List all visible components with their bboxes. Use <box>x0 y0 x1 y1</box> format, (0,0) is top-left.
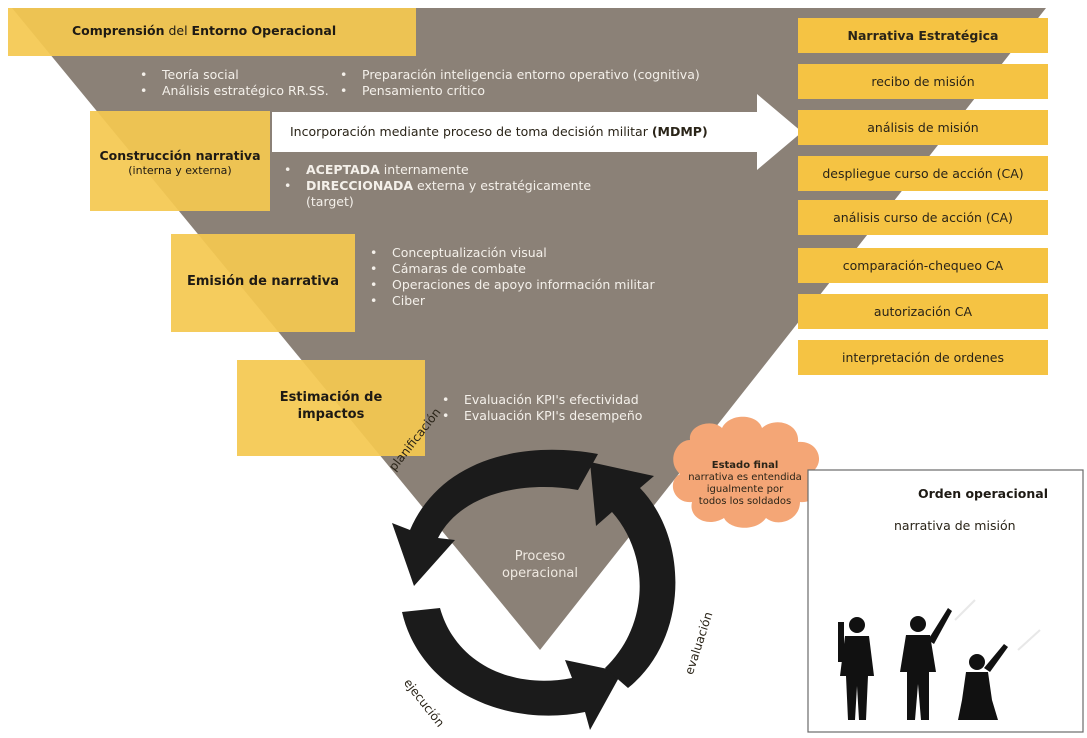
estimacion-title-line2: impactos <box>297 407 365 422</box>
comprension-title-mid: del <box>164 23 192 38</box>
cycle-arrows <box>392 449 676 730</box>
mdmp-arrow <box>272 94 802 170</box>
cycle-arrow-planificacion <box>392 449 598 586</box>
narrativa-estrategica-title: Narrativa Estratégica <box>798 18 1048 53</box>
list-item: •DIRECCIONADA externa y estratégicamente <box>284 178 592 193</box>
list-item: •Pensamiento crítico <box>340 83 486 98</box>
cycle-center-line2: operacional <box>501 566 579 581</box>
soldiers-silhouette <box>838 608 1008 720</box>
estimacion-title: Estimación de impactos <box>237 389 425 423</box>
step-analisis-mision: análisis de misión <box>798 110 1048 145</box>
list-item: •Cámaras de combate <box>370 261 526 276</box>
list-item: •ACEPTADA internamente <box>284 162 469 177</box>
list-item: •Conceptualización visual <box>370 245 547 260</box>
mdmp-arrow-text-bold: (MDMP) <box>651 124 708 139</box>
list-item: •Evaluación KPI's desempeño <box>442 408 643 423</box>
cycle-center-line1: Proceso <box>514 549 566 564</box>
orden-subtitle: narrativa de misión <box>894 518 1016 533</box>
list-item: •Análisis estratégico RR.SS. <box>140 83 329 98</box>
list-item: •Ciber <box>370 293 425 308</box>
comprension-title-bold2: Entorno Operacional <box>191 23 337 38</box>
estado-final-cloud <box>672 416 821 528</box>
estado-final-title: Estado final <box>711 460 779 471</box>
cycle-arrow-ejecucion <box>402 608 622 730</box>
step-interpretacion: interpretación de ordenes <box>798 340 1048 375</box>
list-item: •Teoría social <box>140 67 239 82</box>
comprension-banner <box>8 8 416 56</box>
estimacion-title-line1: Estimación de <box>279 390 383 405</box>
cycle-center-label: Proceso operacional <box>482 548 598 582</box>
emision-title: Emisión de narrativa <box>187 274 339 289</box>
construccion-subtitle: (interna y externa) <box>128 164 232 177</box>
emision-box <box>171 234 355 332</box>
list-item: (target) <box>306 194 354 209</box>
entorno-right-list: •Preparación inteligencia entorno operat… <box>340 67 700 99</box>
comprension-title: Comprensión del Entorno Operacional <box>72 23 336 38</box>
inverted-triangle <box>12 8 1046 650</box>
estado-final-line: todos los soldados <box>698 496 792 507</box>
step-comparacion-ca: comparación-chequeo CA <box>798 248 1048 283</box>
emision-list: •Conceptualización visual •Cámaras de co… <box>370 245 655 309</box>
orden-title: Orden operacional <box>918 486 1048 501</box>
construccion-title: Construcción narrativa <box>99 148 261 163</box>
step-recibo: recibo de misión <box>798 64 1048 99</box>
construccion-box <box>90 111 270 211</box>
list-item: •Operaciones de apoyo información milita… <box>370 277 655 292</box>
list-item: •Preparación inteligencia entorno operat… <box>340 67 700 82</box>
list-item: •Evaluación KPI's efectividad <box>442 392 639 407</box>
estimacion-list: •Evaluación KPI's efectividad •Evaluació… <box>442 392 642 424</box>
mdmp-arrow-text-main: Incorporación mediante proceso de toma d… <box>290 124 652 139</box>
estado-final-line: igualmente por <box>706 484 784 495</box>
mdmp-arrow-text: Incorporación mediante proceso de toma d… <box>290 124 708 139</box>
step-analisis-ca: análisis curso de acción (CA) <box>798 200 1048 235</box>
step-autorizacion-ca: autorización CA <box>798 294 1048 329</box>
construccion-points: •ACEPTADA internamente •DIRECCIONADA ext… <box>284 162 591 210</box>
comprension-title-bold1: Comprensión <box>72 23 165 38</box>
estimacion-box <box>237 360 425 456</box>
entorno-left-list: •Teoría social •Análisis estratégico RR.… <box>140 67 329 99</box>
step-despliegue-ca: despliegue curso de acción (CA) <box>798 156 1048 191</box>
estado-final-line: narrativa es entendida <box>688 472 802 483</box>
cycle-arrow-evaluacion <box>590 462 676 688</box>
estado-final-text: Estado final narrativa es entendida igua… <box>686 460 804 508</box>
